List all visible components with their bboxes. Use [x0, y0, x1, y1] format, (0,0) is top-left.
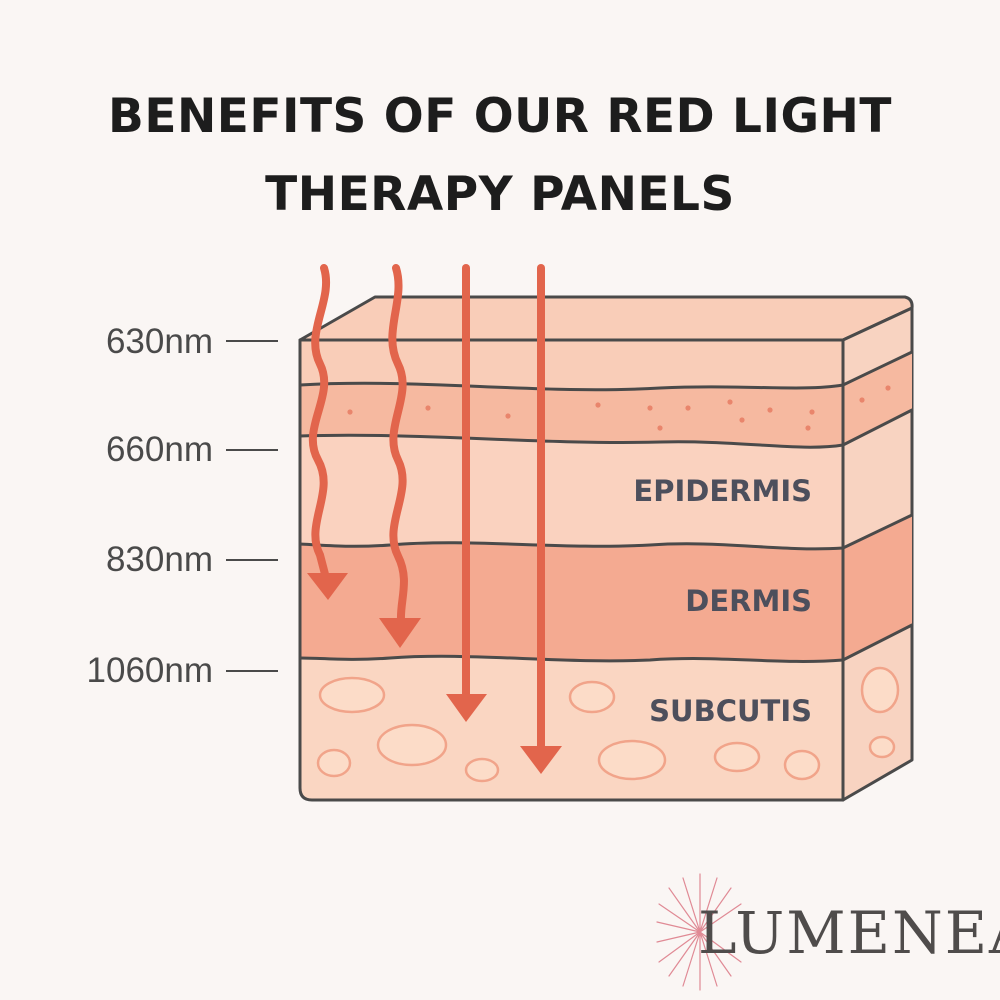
fat-cells	[316, 666, 900, 783]
boundary-line-2	[298, 408, 914, 449]
title-line-2: THERAPY PANELS	[265, 167, 735, 222]
layer-label-subcutis: SUBCUTIS	[649, 694, 812, 728]
wavelength-label-660: 660nm	[105, 430, 213, 469]
band-dots	[347, 385, 891, 431]
wavelength-label-830: 830nm	[105, 540, 213, 579]
epidermis-layer	[300, 435, 843, 549]
arrowhead-660nm	[379, 618, 421, 648]
wavelength-tick-660	[226, 449, 278, 451]
layer-label-epidermis: EPIDERMIS	[633, 474, 812, 508]
boundary-line-3	[298, 513, 914, 551]
arrowhead-630nm	[307, 573, 348, 600]
arrowhead-1060nm	[520, 746, 562, 774]
wavelength-tick-1060	[226, 670, 278, 672]
wavelength-tick-630	[226, 340, 278, 342]
side-band-tint	[843, 352, 912, 445]
arrow-630nm-wavy	[308, 264, 331, 582]
brand-logo-text: LUMENEA	[698, 899, 1000, 967]
boundary-line-4	[298, 623, 914, 663]
subcutis-layer	[300, 656, 843, 800]
arrow-660nm-wavy	[388, 264, 408, 624]
wavelength-label-1060: 1060nm	[86, 651, 213, 690]
side-dermis-tint	[843, 515, 912, 660]
arrowhead-830nm	[446, 694, 487, 722]
dermis-layer	[300, 542, 843, 662]
title-line-1: BENEFITS OF OUR RED LIGHT	[108, 89, 892, 144]
layer-label-dermis: DERMIS	[685, 584, 812, 618]
skin-textured-band	[300, 383, 843, 448]
page-title: BENEFITS OF OUR RED LIGHT THERAPY PANELS	[0, 78, 1000, 234]
sunburst-logo-icon	[656, 873, 742, 991]
wavelength-tick-830	[226, 559, 278, 561]
wavelength-label-630: 630nm	[105, 322, 213, 361]
skin-front-outline	[298, 338, 845, 802]
